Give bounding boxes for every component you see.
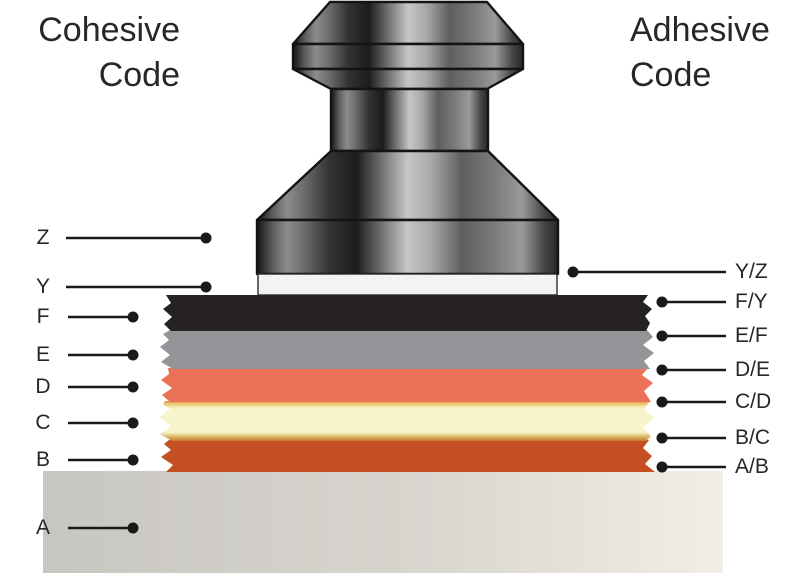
coating-layer-c: [159, 401, 654, 441]
dolly-head-rim: [291, 42, 525, 71]
label-z: Z: [36, 226, 50, 249]
label-b: B: [35, 448, 50, 471]
leader-dot-f: [127, 311, 139, 323]
dolly-flare: [255, 149, 560, 222]
label-yz: Y/Z: [735, 260, 768, 283]
label-c: C: [35, 411, 51, 434]
label-bc: B/C: [735, 426, 771, 449]
substrate-layer-a: [43, 471, 723, 573]
dolly-neck: [329, 87, 490, 153]
leader-dot-y: [200, 281, 212, 293]
coating-layer-f: [163, 295, 652, 331]
label-cd: C/D: [735, 390, 772, 413]
coating-layer-e: [160, 330, 654, 369]
leader-dot-c: [127, 417, 139, 429]
coating-layer-b: [161, 440, 655, 472]
adhesive-title-line1: Adhesive: [630, 11, 770, 49]
label-fy: F/Y: [735, 290, 768, 313]
label-e: E: [35, 343, 50, 366]
adhesive-leader-lines: [567, 266, 726, 473]
cohesive-title-line2: Code: [98, 56, 180, 94]
label-f: F: [36, 305, 50, 328]
test-dolly: [255, 0, 560, 276]
label-a: A: [35, 516, 50, 539]
cohesive-leader-lines: [66, 232, 212, 534]
leader-dot-z: [200, 232, 212, 244]
leader-dot-a: [127, 522, 139, 534]
leader-dot-b: [127, 454, 139, 466]
dolly-head-chamfer: [291, 67, 525, 91]
dolly-head-cone: [291, 0, 525, 46]
label-d: D: [35, 375, 51, 398]
label-de: D/E: [735, 358, 771, 381]
label-y: Y: [35, 275, 50, 298]
leader-dot-d: [127, 381, 139, 393]
label-ef: E/F: [735, 324, 768, 347]
adhesive-layer-y: [257, 273, 558, 296]
adhesive-title-line2: Code: [630, 56, 712, 94]
cohesive-title-line1: Cohesive: [38, 11, 180, 49]
adhesive-code-title: Adhesive Code: [630, 8, 800, 98]
coating-layer-d: [161, 368, 653, 402]
dolly-base: [255, 218, 560, 276]
cohesive-code-title: Cohesive Code: [30, 8, 180, 98]
leader-dot-e: [127, 349, 139, 361]
label-ab: A/B: [735, 455, 769, 478]
